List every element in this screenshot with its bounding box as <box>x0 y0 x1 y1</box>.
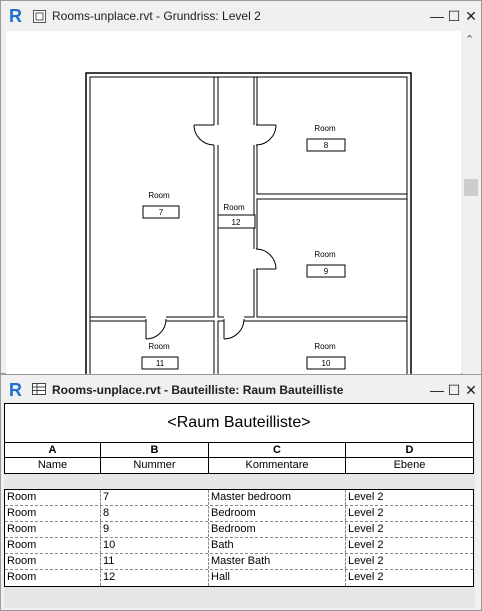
scroll-thumb[interactable] <box>464 179 478 196</box>
room-tag-name: Room <box>314 342 336 351</box>
room-tag-name: Room <box>148 191 170 200</box>
room-tag-number: 12 <box>232 218 241 227</box>
cell-number[interactable]: 10 <box>101 538 209 553</box>
room-tag-12: Room 12 <box>217 203 256 229</box>
plan-vertical-scrollbar[interactable]: ⌃ <box>462 31 481 374</box>
door-swings <box>145 124 277 340</box>
column-header-name[interactable]: Name <box>5 458 101 473</box>
cell-level[interactable]: Level 2 <box>348 491 384 503</box>
cell-comments[interactable]: Master Bath <box>209 554 346 569</box>
column-letter[interactable]: A <box>5 443 101 457</box>
plan-canvas[interactable]: Room 7 Room 8 Room 12 Room 9 Room <box>6 31 461 374</box>
room-tag-7: Room 7 <box>142 191 180 219</box>
cell-level[interactable]: Level 2 <box>348 555 384 567</box>
floor-plan-drawing: Room 7 Room 8 Room 12 Room 9 Room <box>85 72 412 374</box>
cell-comments[interactable]: Master bedroom <box>209 490 346 505</box>
room-tag-number: 11 <box>156 359 165 368</box>
cell-name[interactable]: Room <box>5 506 101 521</box>
cell-name[interactable]: Room <box>5 570 101 586</box>
column-letter[interactable]: D <box>405 444 414 456</box>
column-header-row: Name Nummer Kommentare Ebene <box>4 458 474 474</box>
cell-name[interactable]: Room <box>5 554 101 569</box>
close-icon[interactable]: ✕ <box>465 382 477 398</box>
hall-outline <box>217 76 255 318</box>
room-tag-number: 9 <box>324 267 329 276</box>
minimize-icon[interactable]: — <box>430 382 444 398</box>
table-row[interactable]: Room 9 Bedroom Level 2 <box>5 522 473 538</box>
cell-comments[interactable]: Bedroom <box>209 506 346 521</box>
column-letter[interactable]: B <box>101 443 209 457</box>
cell-number[interactable]: 12 <box>101 570 209 586</box>
room-tag-11: Room 11 <box>141 342 179 370</box>
cell-name[interactable]: Room <box>5 538 101 553</box>
room-tag-10: Room 10 <box>306 342 346 370</box>
cell-comments[interactable]: Bedroom <box>209 522 346 537</box>
column-letter[interactable]: C <box>209 443 346 457</box>
revit-logo-icon: R <box>9 380 22 400</box>
column-header-comments[interactable]: Kommentare <box>209 458 346 473</box>
scroll-up-icon[interactable]: ⌃ <box>465 34 475 46</box>
schedule-rows: Room 7 Master bedroom Level 2 Room 8 Bed… <box>4 489 474 587</box>
schedule-view-icon <box>32 383 46 395</box>
exterior-wall <box>85 72 412 374</box>
maximize-icon[interactable]: ☐ <box>447 8 461 24</box>
room-tag-number: 10 <box>322 359 331 368</box>
schedule-window[interactable]: R Rooms-unplace.rvt - Bauteilliste: Raum… <box>0 374 482 611</box>
room-tag-name: Room <box>148 342 170 351</box>
plan-titlebar[interactable]: R Rooms-unplace.rvt - Grundriss: Level 2… <box>1 1 481 31</box>
table-row[interactable]: Room 7 Master bedroom Level 2 <box>5 490 473 506</box>
cell-name[interactable]: Room <box>5 490 101 505</box>
revit-logo-icon: R <box>9 6 22 26</box>
schedule-window-title: Rooms-unplace.rvt - Bauteilliste: Raum B… <box>52 383 344 397</box>
column-header-level[interactable]: Ebene <box>393 459 426 471</box>
room-10-outline <box>217 320 408 374</box>
schedule-titlebar[interactable]: R Rooms-unplace.rvt - Bauteilliste: Raum… <box>1 375 481 405</box>
plan-window-title: Rooms-unplace.rvt - Grundriss: Level 2 <box>52 9 261 23</box>
column-header-number[interactable]: Nummer <box>101 458 209 473</box>
cell-level[interactable]: Level 2 <box>348 539 384 551</box>
cell-number[interactable]: 9 <box>101 522 209 537</box>
room-8-outline <box>256 76 408 195</box>
room-tag-8: Room 8 <box>306 124 346 152</box>
cell-comments[interactable]: Bath <box>209 538 346 553</box>
cell-name[interactable]: Room <box>5 522 101 537</box>
room-tag-9: Room 9 <box>306 250 346 278</box>
cell-number[interactable]: 11 <box>101 554 209 569</box>
cell-level[interactable]: Level 2 <box>348 523 384 535</box>
room-tag-number: 8 <box>324 141 329 150</box>
cell-level[interactable]: Level 2 <box>348 571 384 583</box>
table-row[interactable]: Room 11 Master Bath Level 2 <box>5 554 473 570</box>
minimize-icon[interactable]: — <box>430 8 444 24</box>
room-tag-name: Room <box>314 250 336 259</box>
table-row[interactable]: Room 12 Hall Level 2 <box>5 570 473 586</box>
schedule-title: <Raum Bauteilliste> <box>4 403 474 443</box>
floor-plan-view-icon <box>33 10 46 23</box>
cell-number[interactable]: 7 <box>101 490 209 505</box>
table-row[interactable]: Room 10 Bath Level 2 <box>5 538 473 554</box>
column-letter-row: A B C D <box>4 443 474 458</box>
floor-plan-window[interactable]: R Rooms-unplace.rvt - Grundriss: Level 2… <box>0 0 482 374</box>
schedule-grid[interactable]: <Raum Bauteilliste> A B C D Name Nummer … <box>4 403 475 608</box>
cell-level[interactable]: Level 2 <box>348 507 384 519</box>
maximize-icon[interactable]: ☐ <box>447 382 461 398</box>
room-tag-name: Room <box>223 203 245 212</box>
cell-comments[interactable]: Hall <box>209 570 346 586</box>
table-row[interactable]: Room 8 Bedroom Level 2 <box>5 506 473 522</box>
close-icon[interactable]: ✕ <box>465 8 477 24</box>
room-tag-name: Room <box>314 124 336 133</box>
room-tag-number: 7 <box>159 208 164 217</box>
cell-number[interactable]: 8 <box>101 506 209 521</box>
